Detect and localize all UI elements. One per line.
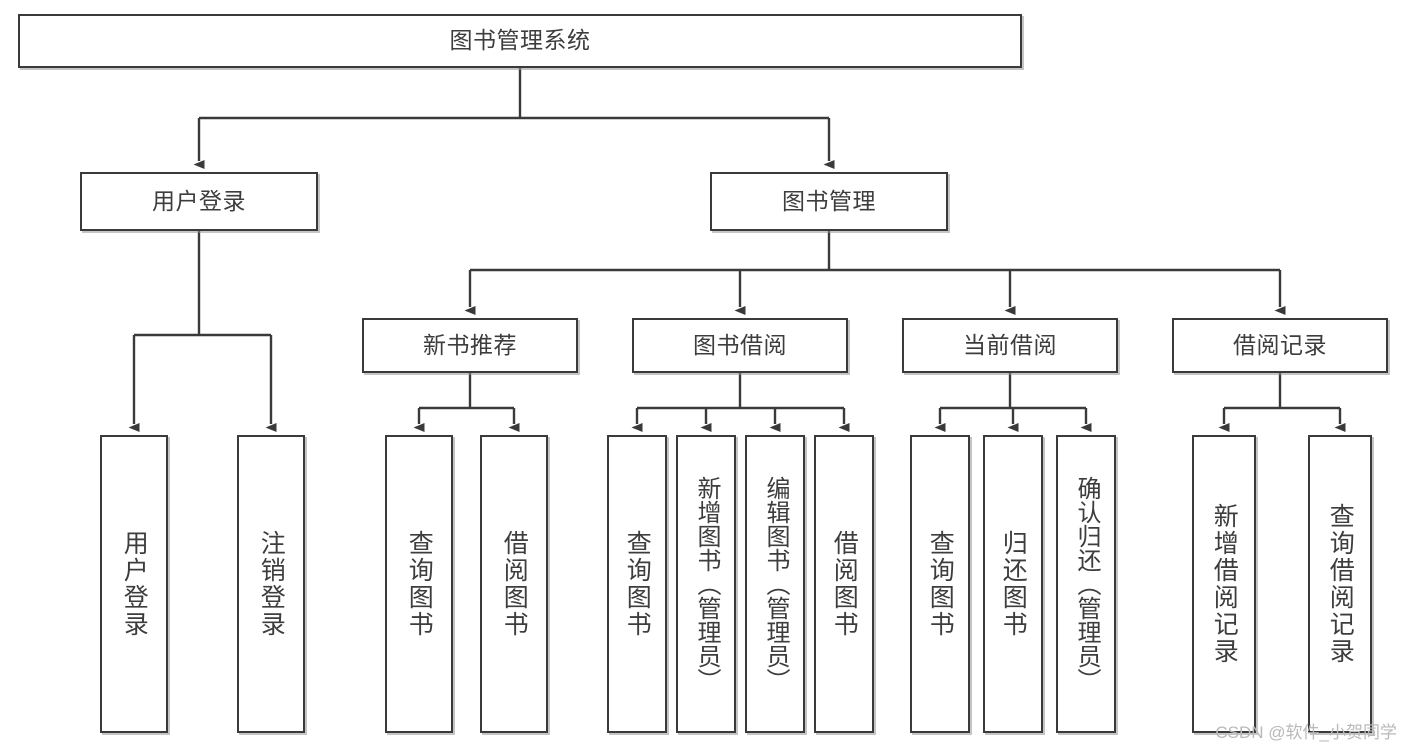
- node-label: 归还图书: [999, 530, 1028, 638]
- node-label: 新书推荐: [423, 331, 517, 358]
- node-label: 确认归还（管理员）: [1073, 476, 1100, 692]
- node-root[interactable]: 图书管理系统: [18, 14, 1022, 68]
- node-label: 用户登录: [152, 187, 246, 214]
- node-label: 借阅记录: [1233, 331, 1327, 358]
- node-leaf-return-book[interactable]: 归还图书: [983, 435, 1043, 733]
- node-label: 借阅图书: [500, 530, 529, 638]
- node-label: 新增借阅记录: [1210, 503, 1239, 665]
- node-label: 图书管理: [782, 187, 876, 214]
- node-leaf-confirm-return[interactable]: 确认归还（管理员）: [1056, 435, 1116, 733]
- connector-lines: [128, 68, 1346, 432]
- node-leaf-borrow-book-1[interactable]: 借阅图书: [480, 435, 548, 733]
- node-label: 查询图书: [926, 530, 955, 638]
- node-new-book-rec[interactable]: 新书推荐: [362, 318, 578, 373]
- node-label: 用户登录: [120, 530, 149, 638]
- watermark: CSDN @软件_小贺同学: [1215, 723, 1397, 742]
- node-label: 查询借阅记录: [1326, 503, 1355, 665]
- node-label: 当前借阅: [963, 331, 1057, 358]
- node-leaf-query-book-2[interactable]: 查询图书: [607, 435, 667, 733]
- node-label: 图书管理系统: [449, 27, 591, 54]
- node-user-login[interactable]: 用户登录: [80, 172, 318, 231]
- node-book-borrow[interactable]: 图书借阅: [632, 318, 848, 373]
- node-leaf-add-record[interactable]: 新增借阅记录: [1192, 435, 1256, 733]
- node-leaf-logout[interactable]: 注销登录: [237, 435, 305, 733]
- node-book-manage[interactable]: 图书管理: [710, 172, 948, 231]
- node-leaf-add-book[interactable]: 新增图书（管理员）: [676, 435, 736, 733]
- node-label: 查询图书: [405, 530, 434, 638]
- node-label: 图书借阅: [693, 331, 787, 358]
- node-leaf-borrow-book-2[interactable]: 借阅图书: [814, 435, 874, 733]
- node-label: 编辑图书（管理员）: [762, 476, 789, 692]
- node-label: 新增图书（管理员）: [693, 476, 720, 692]
- node-leaf-query-book-3[interactable]: 查询图书: [910, 435, 970, 733]
- node-current-borrow[interactable]: 当前借阅: [902, 318, 1118, 373]
- node-borrow-record[interactable]: 借阅记录: [1172, 318, 1388, 373]
- node-leaf-query-book-1[interactable]: 查询图书: [385, 435, 453, 733]
- node-leaf-edit-book[interactable]: 编辑图书（管理员）: [745, 435, 805, 733]
- node-label: 查询图书: [623, 530, 652, 638]
- node-leaf-user-login[interactable]: 用户登录: [100, 435, 168, 733]
- node-leaf-query-record[interactable]: 查询借阅记录: [1308, 435, 1372, 733]
- node-label: 注销登录: [257, 530, 286, 638]
- node-label: 借阅图书: [830, 530, 859, 638]
